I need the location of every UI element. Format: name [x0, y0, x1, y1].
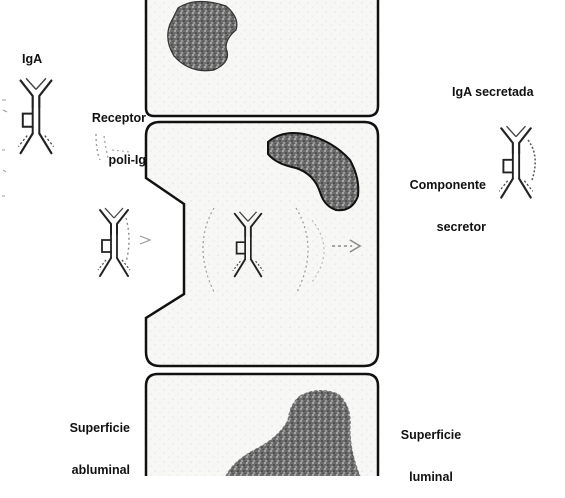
epithelial-cell-top	[146, 0, 378, 116]
nucleus-top	[168, 1, 237, 70]
label-abluminal-line1: Superficie	[36, 421, 130, 435]
label-component-line2: secretor	[388, 220, 486, 234]
label-iga: IgA	[22, 52, 42, 66]
iga-secreted-icon	[499, 126, 535, 197]
label-component-line1: Componente	[388, 178, 486, 192]
label-luminal-surface: Superficie luminal	[386, 400, 476, 498]
iga-receptor-complex-icon	[98, 208, 150, 276]
label-receptor-line1: Receptor	[60, 111, 146, 125]
epithelial-cell-bottom	[146, 374, 378, 476]
label-receptor-line2: poli-Ig	[60, 153, 146, 167]
label-luminal-line1: Superficie	[386, 428, 476, 442]
label-receptor-poli-ig: Receptor poli-Ig	[60, 83, 146, 181]
label-abluminal-line2: abluminal	[36, 463, 130, 477]
label-abluminal-surface: Superficie abluminal	[36, 393, 130, 491]
label-secretory-component: Componente secretor	[388, 150, 486, 248]
left-edge-marks	[2, 100, 7, 196]
iga-free-icon	[18, 78, 53, 153]
label-luminal-line2: luminal	[386, 470, 476, 484]
label-iga-secreted: IgA secretada	[452, 85, 534, 99]
epithelial-cell-middle	[146, 122, 378, 366]
